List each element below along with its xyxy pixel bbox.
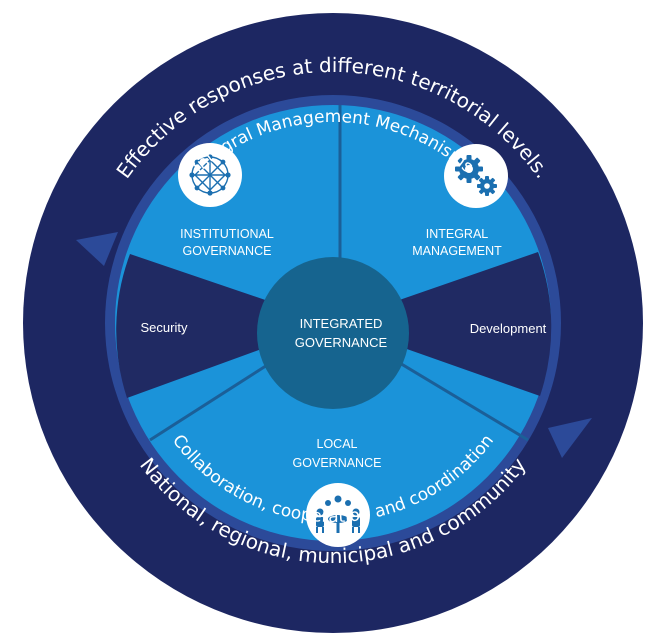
center-label-line1: INTEGRATED <box>300 316 383 331</box>
institutional-label-line1: INSTITUTIONAL <box>180 227 274 241</box>
ring-arrow-lower <box>548 418 592 458</box>
development-label: Development <box>470 321 547 336</box>
local-label-line1: LOCAL <box>317 437 358 451</box>
gears-icon <box>444 144 508 208</box>
ring-arrow-upper <box>76 232 118 266</box>
development-wedge <box>333 252 552 396</box>
network-icon <box>178 143 242 207</box>
integral-label-line2: MANAGEMENT <box>412 244 502 258</box>
institutional-label-line2: GOVERNANCE <box>183 244 272 258</box>
integral-label-line1: INTEGRAL <box>426 227 489 241</box>
security-wedge <box>116 254 333 398</box>
center-circle <box>257 257 409 409</box>
community-meeting-icon <box>306 483 370 547</box>
local-label-line2: GOVERNANCE <box>293 456 382 470</box>
security-label: Security <box>141 320 188 335</box>
center-label-line2: GOVERNANCE <box>295 335 388 350</box>
